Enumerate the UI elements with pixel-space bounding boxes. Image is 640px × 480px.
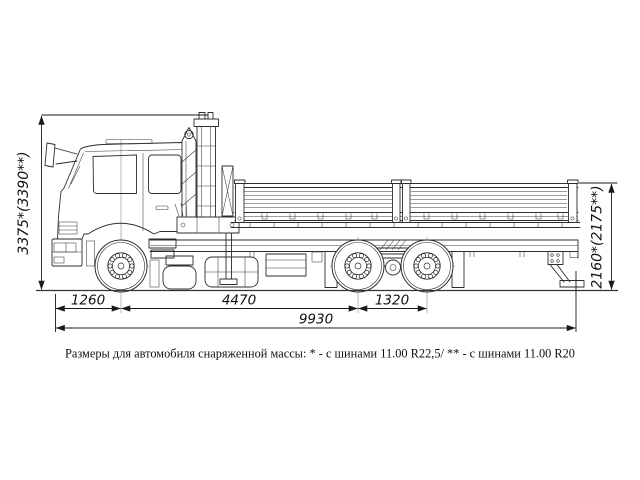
platform-height-label: 2160*(2175**) — [590, 185, 606, 288]
bogie-pivot — [385, 259, 401, 276]
platform-stakes — [234, 179, 579, 223]
cargo-platform — [230, 179, 581, 228]
tyre-note-text: Размеры для автомобиля снаряженной массы… — [65, 347, 575, 361]
outrigger-foot — [219, 278, 238, 285]
rear-wheel-1 — [331, 239, 385, 293]
crane-manipulator — [174, 112, 240, 285]
overall-length-label: 9930 — [299, 312, 333, 328]
dim-overall-height: 3375*(3390**) — [16, 114, 208, 290]
front-wheel — [94, 239, 148, 293]
dim-overall-length: 9930 — [55, 312, 576, 332]
dim-row-axles: 1260 4470 1320 — [55, 293, 427, 332]
front-overhang-label: 1260 — [71, 293, 105, 309]
bogie-base-label: 1320 — [375, 293, 409, 309]
wheelbase-label: 4470 — [222, 293, 256, 309]
overall-height-label: 3375*(3390**) — [16, 151, 32, 254]
dim-platform-height: 2160*(2175**) — [575, 182, 618, 332]
rear-wheel-2 — [400, 239, 454, 293]
rear-underrun-towing-device — [547, 251, 585, 288]
